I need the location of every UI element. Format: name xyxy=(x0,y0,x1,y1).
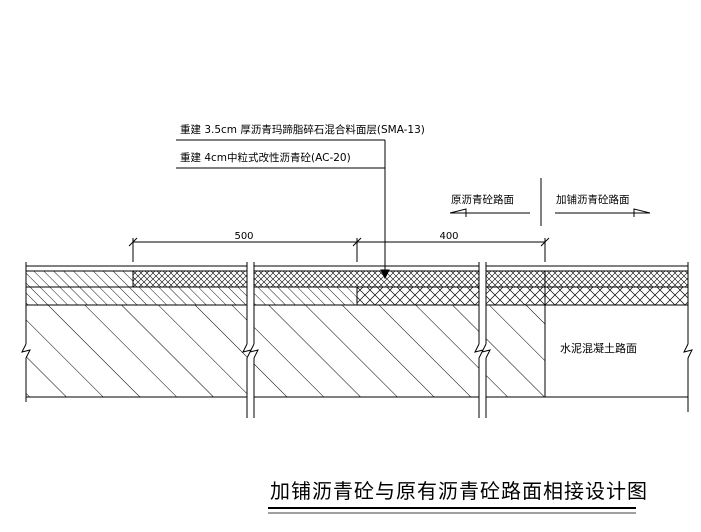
new-layer-ac20 xyxy=(357,287,688,305)
new-layer-sma13 xyxy=(133,271,688,287)
drawing-title: 加铺沥青砼与原有沥青砼路面相接设计图 xyxy=(270,479,648,503)
break-line-right-edge xyxy=(683,262,693,412)
old-layer-1-left xyxy=(26,271,133,287)
break-line-left-edge xyxy=(21,262,31,402)
direction-right-label: 加铺沥青砼路面 xyxy=(556,193,630,206)
break-line-1 xyxy=(242,262,259,418)
callout-layer2: 重建 4cm中粒式改性沥青砼(AC-20) xyxy=(180,151,351,164)
pavement-layers xyxy=(26,265,688,398)
old-layer-2-left xyxy=(26,287,357,305)
dimension-line xyxy=(128,237,550,262)
base-layer-hatch xyxy=(26,305,545,397)
break-line-2 xyxy=(474,262,491,418)
break-lines xyxy=(21,262,693,418)
dimension-left-span: 500 xyxy=(234,231,253,242)
concrete-area xyxy=(545,305,688,397)
concrete-label: 水泥混凝土路面 xyxy=(560,341,637,355)
direction-indicators xyxy=(449,178,651,226)
callout-leader xyxy=(176,139,390,280)
callout-layer1: 重建 3.5cm 厚沥青玛蹄脂碎石混合料面层(SMA-13) xyxy=(180,123,425,136)
dimension-right-span: 400 xyxy=(439,231,458,242)
direction-left-label: 原沥青砼路面 xyxy=(451,193,514,206)
